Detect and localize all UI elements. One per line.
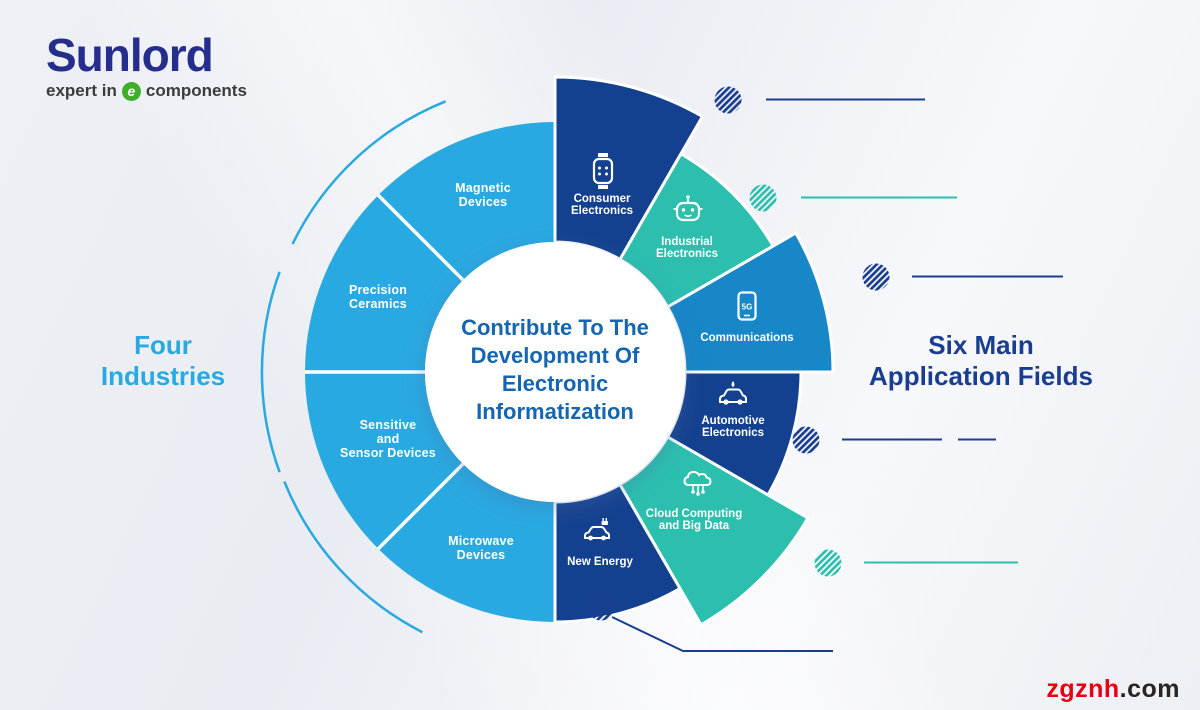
- industry-precision-line1: Precision: [349, 283, 407, 297]
- callout-newenergy: [587, 593, 833, 652]
- six-fields-line2: Application Fields: [869, 360, 1093, 391]
- electric-car-icon: [584, 518, 610, 541]
- industry-sensitive-line1: Sensitive: [360, 418, 417, 432]
- app-automotive-line1: Automotive: [701, 415, 764, 427]
- callouts: [587, 86, 1063, 652]
- industry-magnetic-line2: Devices: [459, 195, 508, 209]
- industry-magnetic-line1: Magnetic: [455, 181, 511, 195]
- industry-sensitive-line2: and: [377, 432, 400, 446]
- callout-dot-communications: [862, 263, 890, 291]
- app-consumer-line2: Electronics: [571, 205, 633, 217]
- callout-consumer: [714, 86, 925, 114]
- watermark-red: zgznh: [1046, 675, 1120, 703]
- icon-5g-text: 5G: [742, 303, 753, 312]
- callout-industrial: [749, 184, 957, 212]
- smartphone-5g-icon: 5G: [737, 291, 757, 321]
- callout-dot-cloud: [814, 549, 842, 577]
- industry-precision-line2: Ceramics: [349, 297, 407, 311]
- guide-arc-middle: [260, 271, 281, 473]
- application-icons: 5G: [584, 153, 757, 541]
- callout-dot-consumer: [714, 86, 742, 114]
- callout-cloud: [814, 549, 1018, 577]
- industry-dividers: [305, 193, 465, 551]
- app-industrial-line1: Industrial: [661, 236, 713, 248]
- left-guide-arcs: [260, 100, 447, 634]
- watermark: zgznh.com: [1046, 675, 1180, 704]
- divider-lower: [376, 462, 465, 551]
- app-industrial-line2: Electronics: [656, 248, 718, 260]
- app-consumer-line1: Consumer: [574, 193, 631, 205]
- four-industries-heading: Four Industries: [58, 330, 268, 391]
- sunlord-logo: Sunlord expert in e components: [46, 32, 247, 101]
- tagline-suffix: components: [145, 81, 247, 100]
- application-labels: Consumer Electronics Industrial Electron…: [567, 193, 794, 568]
- callout-communications: [862, 263, 1063, 291]
- smartwatch-icon: [592, 153, 614, 189]
- app-automotive-line2: Electronics: [702, 427, 764, 439]
- center-circle: [425, 242, 685, 502]
- app-cloud-line2: and Big Data: [659, 520, 730, 532]
- callout-dot-automotive: [792, 426, 820, 454]
- center-slogan: Contribute To The Development Of Electro…: [461, 315, 649, 424]
- logo-brand: Sunlord: [46, 29, 214, 81]
- divider-upper: [376, 193, 465, 282]
- callout-line-newenergy: [611, 616, 833, 652]
- watermark-dark: .com: [1119, 675, 1180, 703]
- car-icon: [719, 381, 747, 405]
- center-line3: Electronic: [502, 371, 608, 396]
- industry-microwave-line2: Devices: [457, 548, 506, 562]
- four-industries-line1: Four: [134, 330, 192, 360]
- robot-icon: [673, 195, 703, 222]
- tagline-prefix: expert in: [46, 81, 117, 100]
- callout-dot-industrial: [749, 184, 777, 212]
- app-cloud-line1: Cloud Computing: [646, 508, 742, 520]
- guide-arc-bottom: [283, 481, 423, 634]
- six-fields-line1: Six Main: [928, 330, 1034, 360]
- six-fields-heading: Six Main Application Fields: [853, 330, 1109, 391]
- guide-arc-top: [291, 100, 447, 245]
- industry-sensitive-line3: Sensor Devices: [340, 446, 436, 460]
- callout-dot-newenergy: [587, 593, 615, 621]
- logo-tagline: expert in e components: [46, 81, 247, 101]
- industry-microwave-line1: Microwave: [448, 534, 514, 548]
- industries-donut: [305, 122, 555, 622]
- four-industries-line2: Industries: [100, 360, 226, 391]
- wedge-new-energy: [553, 483, 682, 624]
- logo-e-badge: e: [121, 81, 141, 101]
- industry-labels: Magnetic Devices Precision Ceramics Sens…: [340, 181, 514, 562]
- callout-automotive: [792, 426, 996, 454]
- center-line1: Contribute To The: [461, 315, 649, 340]
- center-line2: Development Of: [471, 343, 640, 368]
- center-line4: Informatization: [476, 399, 634, 424]
- cloud-icon: [683, 470, 712, 496]
- app-communications-line1: Communications: [700, 332, 793, 344]
- app-newenergy-line1: New Energy: [567, 556, 633, 568]
